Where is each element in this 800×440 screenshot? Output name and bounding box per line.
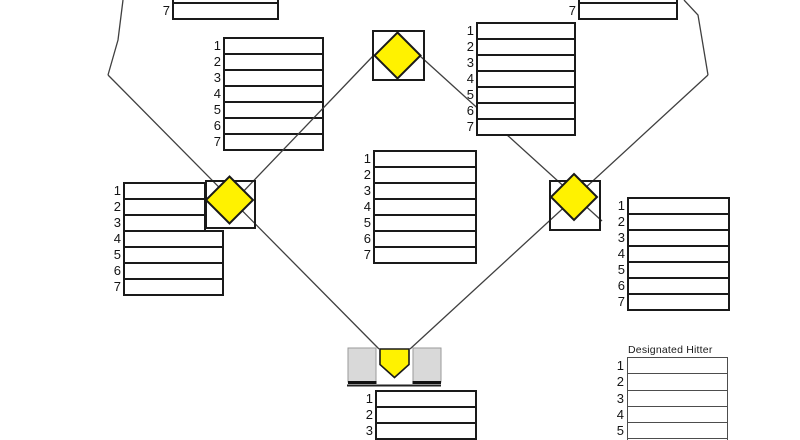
home-plate-icon [379,348,410,379]
shortstop-table: 1 2 3 4 5 6 7 [214,37,324,151]
row-number: 3 [365,423,373,438]
row-number: 7 [113,279,121,294]
row-number: 3 [616,390,624,406]
lineup-row: 1 [617,357,728,375]
lineup-row: 7 [214,133,324,151]
first-base-icon [549,172,599,222]
lineup-row: 7 [163,2,279,20]
lineup-row: 7 [114,278,224,296]
outfield-table-right: 1 2 3 4 5 6 7 [569,0,678,20]
row-number: 4 [616,406,624,422]
row-number: 2 [616,374,624,390]
first-base-box [549,180,601,231]
outfield-table-left: 1 2 3 4 5 6 7 [163,0,279,20]
lineup-row: 4 [617,405,728,424]
designated-hitter-title: Designated Hitter [628,344,713,356]
row-number: 1 [365,391,373,406]
outfield-fence-left [107,0,124,76]
batters-box-left [347,347,377,383]
second-base-box [372,30,425,81]
row-number: 6 [154,0,170,4]
second-base-icon [373,31,422,80]
row-number: 7 [213,134,221,149]
row-number: 6 [560,0,576,4]
row-number: 7 [466,119,474,134]
row-number: 7 [617,294,625,309]
row-number: 2 [365,407,373,422]
lineup-row: 3 [617,389,728,407]
lineup-row: 7 [364,246,477,264]
lineup-row: 5 [617,422,728,440]
row-number: 5 [616,423,624,439]
designated-hitter-table: 1 2 3 4 5 6 7 [617,357,728,440]
row-number: 1 [466,23,474,38]
row-number: 1 [213,38,221,53]
lineup-row: 7 [569,2,678,20]
outfield-fence-right [683,0,709,76]
second-base-table: 1 2 3 4 5 6 7 [467,22,576,136]
row-number: 7 [363,247,371,262]
lineup-row: 7 [467,118,576,136]
row-number: 1 [616,358,624,373]
lineup-row: 7 [618,293,730,311]
lineup-row: 2 [617,373,728,391]
catcher-table: 1 2 3 4 5 6 7 [366,390,477,440]
row-number: 2 [213,54,221,69]
batters-box-right [412,347,442,383]
row-number: 7 [162,3,170,18]
pitcher-table: 1 2 3 4 5 6 7 [364,150,477,264]
row-number: 2 [466,39,474,54]
row-number: 7 [568,3,576,18]
first-base-table: 1 2 3 4 5 6 7 [618,197,730,311]
third-base-table: 1 2 3 4 5 6 7 [114,182,224,296]
